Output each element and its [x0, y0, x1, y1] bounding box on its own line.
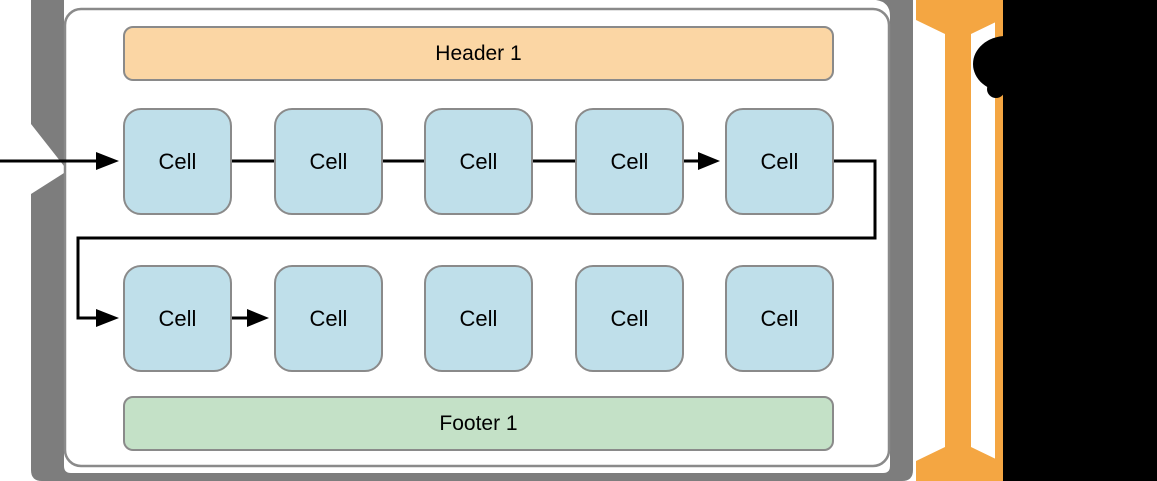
vertical-scroll-arrow [916, 0, 1000, 481]
cell: Cell [274, 265, 383, 372]
cell: Cell [424, 108, 533, 215]
row-wrap-connector-arrow [76, 159, 877, 327]
cell: Cell [123, 265, 232, 372]
cell: Cell [274, 108, 383, 215]
cell: Cell [575, 265, 684, 372]
header-band: Header 1 [123, 26, 834, 81]
cell: Cell [575, 108, 684, 215]
cell: Cell [424, 265, 533, 372]
cell: Cell [123, 108, 232, 215]
entry-arrow [0, 152, 119, 170]
cell-connector-arrow [232, 309, 269, 327]
cell: Cell [725, 265, 834, 372]
cell-connector-arrow [684, 152, 720, 170]
footer-band: Footer 1 [123, 396, 834, 451]
cell: Cell [725, 108, 834, 215]
second-scroll-arrow-sliver [995, 0, 1003, 481]
cropped-glyph [973, 36, 1039, 98]
